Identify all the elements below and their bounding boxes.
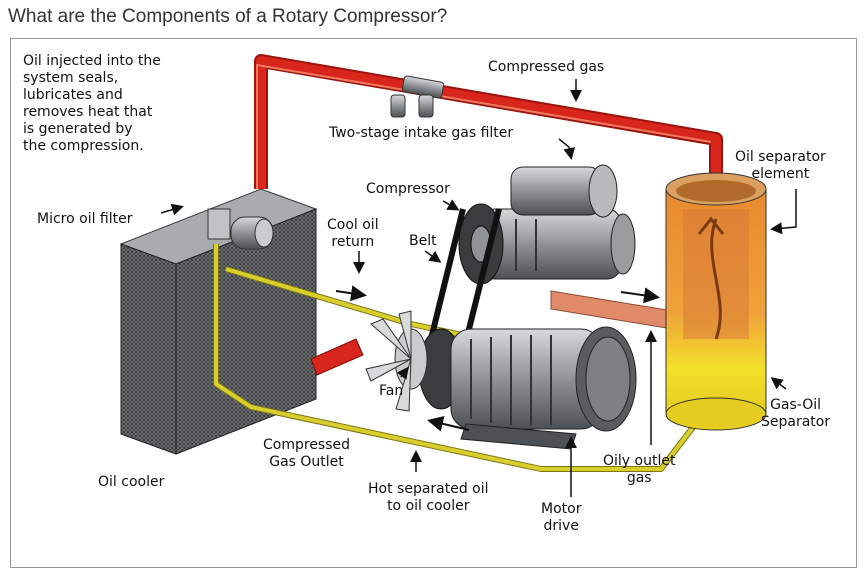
flow-arrows xyxy=(335,285,660,432)
label-hot-separated-oil: Hot separated oil to oil cooler xyxy=(368,481,489,514)
compressor-unit xyxy=(480,164,636,280)
label-oil-injected: Oil injected into the system seals, lubr… xyxy=(23,53,161,154)
motor xyxy=(450,326,637,450)
label-intake-filter: Two-stage intake gas filter xyxy=(329,125,514,141)
intake-filter-valve xyxy=(390,75,445,118)
oil-cooler xyxy=(119,188,318,455)
leader-arrows xyxy=(160,79,797,497)
label-compressor: Compressor xyxy=(366,181,450,197)
label-belt: Belt xyxy=(409,233,437,249)
fan xyxy=(365,310,428,412)
label-compressed-gas: Compressed gas xyxy=(488,59,605,75)
label-compressed-gas-outlet: Compressed Gas Outlet xyxy=(263,437,351,470)
diagram-frame: Oil injected into the system seals, lubr… xyxy=(10,38,857,568)
compressed-gas-outlet-pipe xyxy=(310,338,364,376)
label-oily-outlet-gas: Oily outlet gas xyxy=(603,453,676,486)
label-gas-oil-separator: Gas-Oil Separator xyxy=(761,397,831,430)
gas-oil-separator-tank xyxy=(665,172,767,431)
label-oil-separator-element: Oil separator element xyxy=(735,149,826,182)
micro-oil-filter xyxy=(230,216,274,250)
label-micro-oil-filter: Micro oil filter xyxy=(37,211,133,227)
label-cool-oil-return: Cool oil return xyxy=(327,217,379,250)
label-fan: Fan xyxy=(379,383,404,399)
page-title: What are the Components of a Rotary Comp… xyxy=(8,6,448,27)
compressor-diagram xyxy=(119,54,797,497)
label-motor-drive: Motor drive xyxy=(541,501,582,534)
label-oil-cooler: Oil cooler xyxy=(98,474,165,490)
